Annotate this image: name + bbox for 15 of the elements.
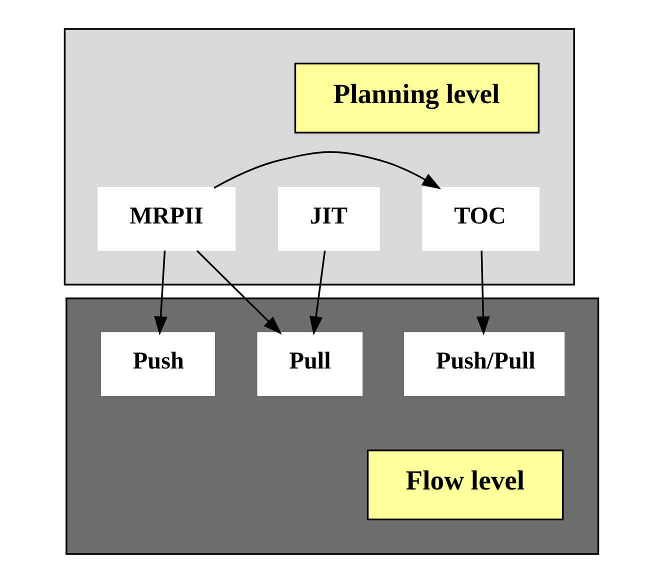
cluster: [65, 298, 599, 555]
node-box: Planning level: [294, 62, 540, 134]
arrow: [308, 250, 326, 336]
arrow: [196, 250, 282, 335]
node-box: Push: [100, 332, 214, 396]
arrow: [476, 250, 490, 336]
node-box: TOC: [422, 187, 540, 251]
cluster: [63, 28, 574, 286]
arrow: [213, 151, 441, 190]
node-box: Pull: [256, 332, 362, 396]
node-box: Push/Pull: [404, 332, 564, 396]
arrow: [154, 250, 167, 336]
node-box: MRPII: [97, 187, 236, 251]
node-box: JIT: [277, 187, 380, 251]
node-box: Flow level: [366, 450, 564, 520]
